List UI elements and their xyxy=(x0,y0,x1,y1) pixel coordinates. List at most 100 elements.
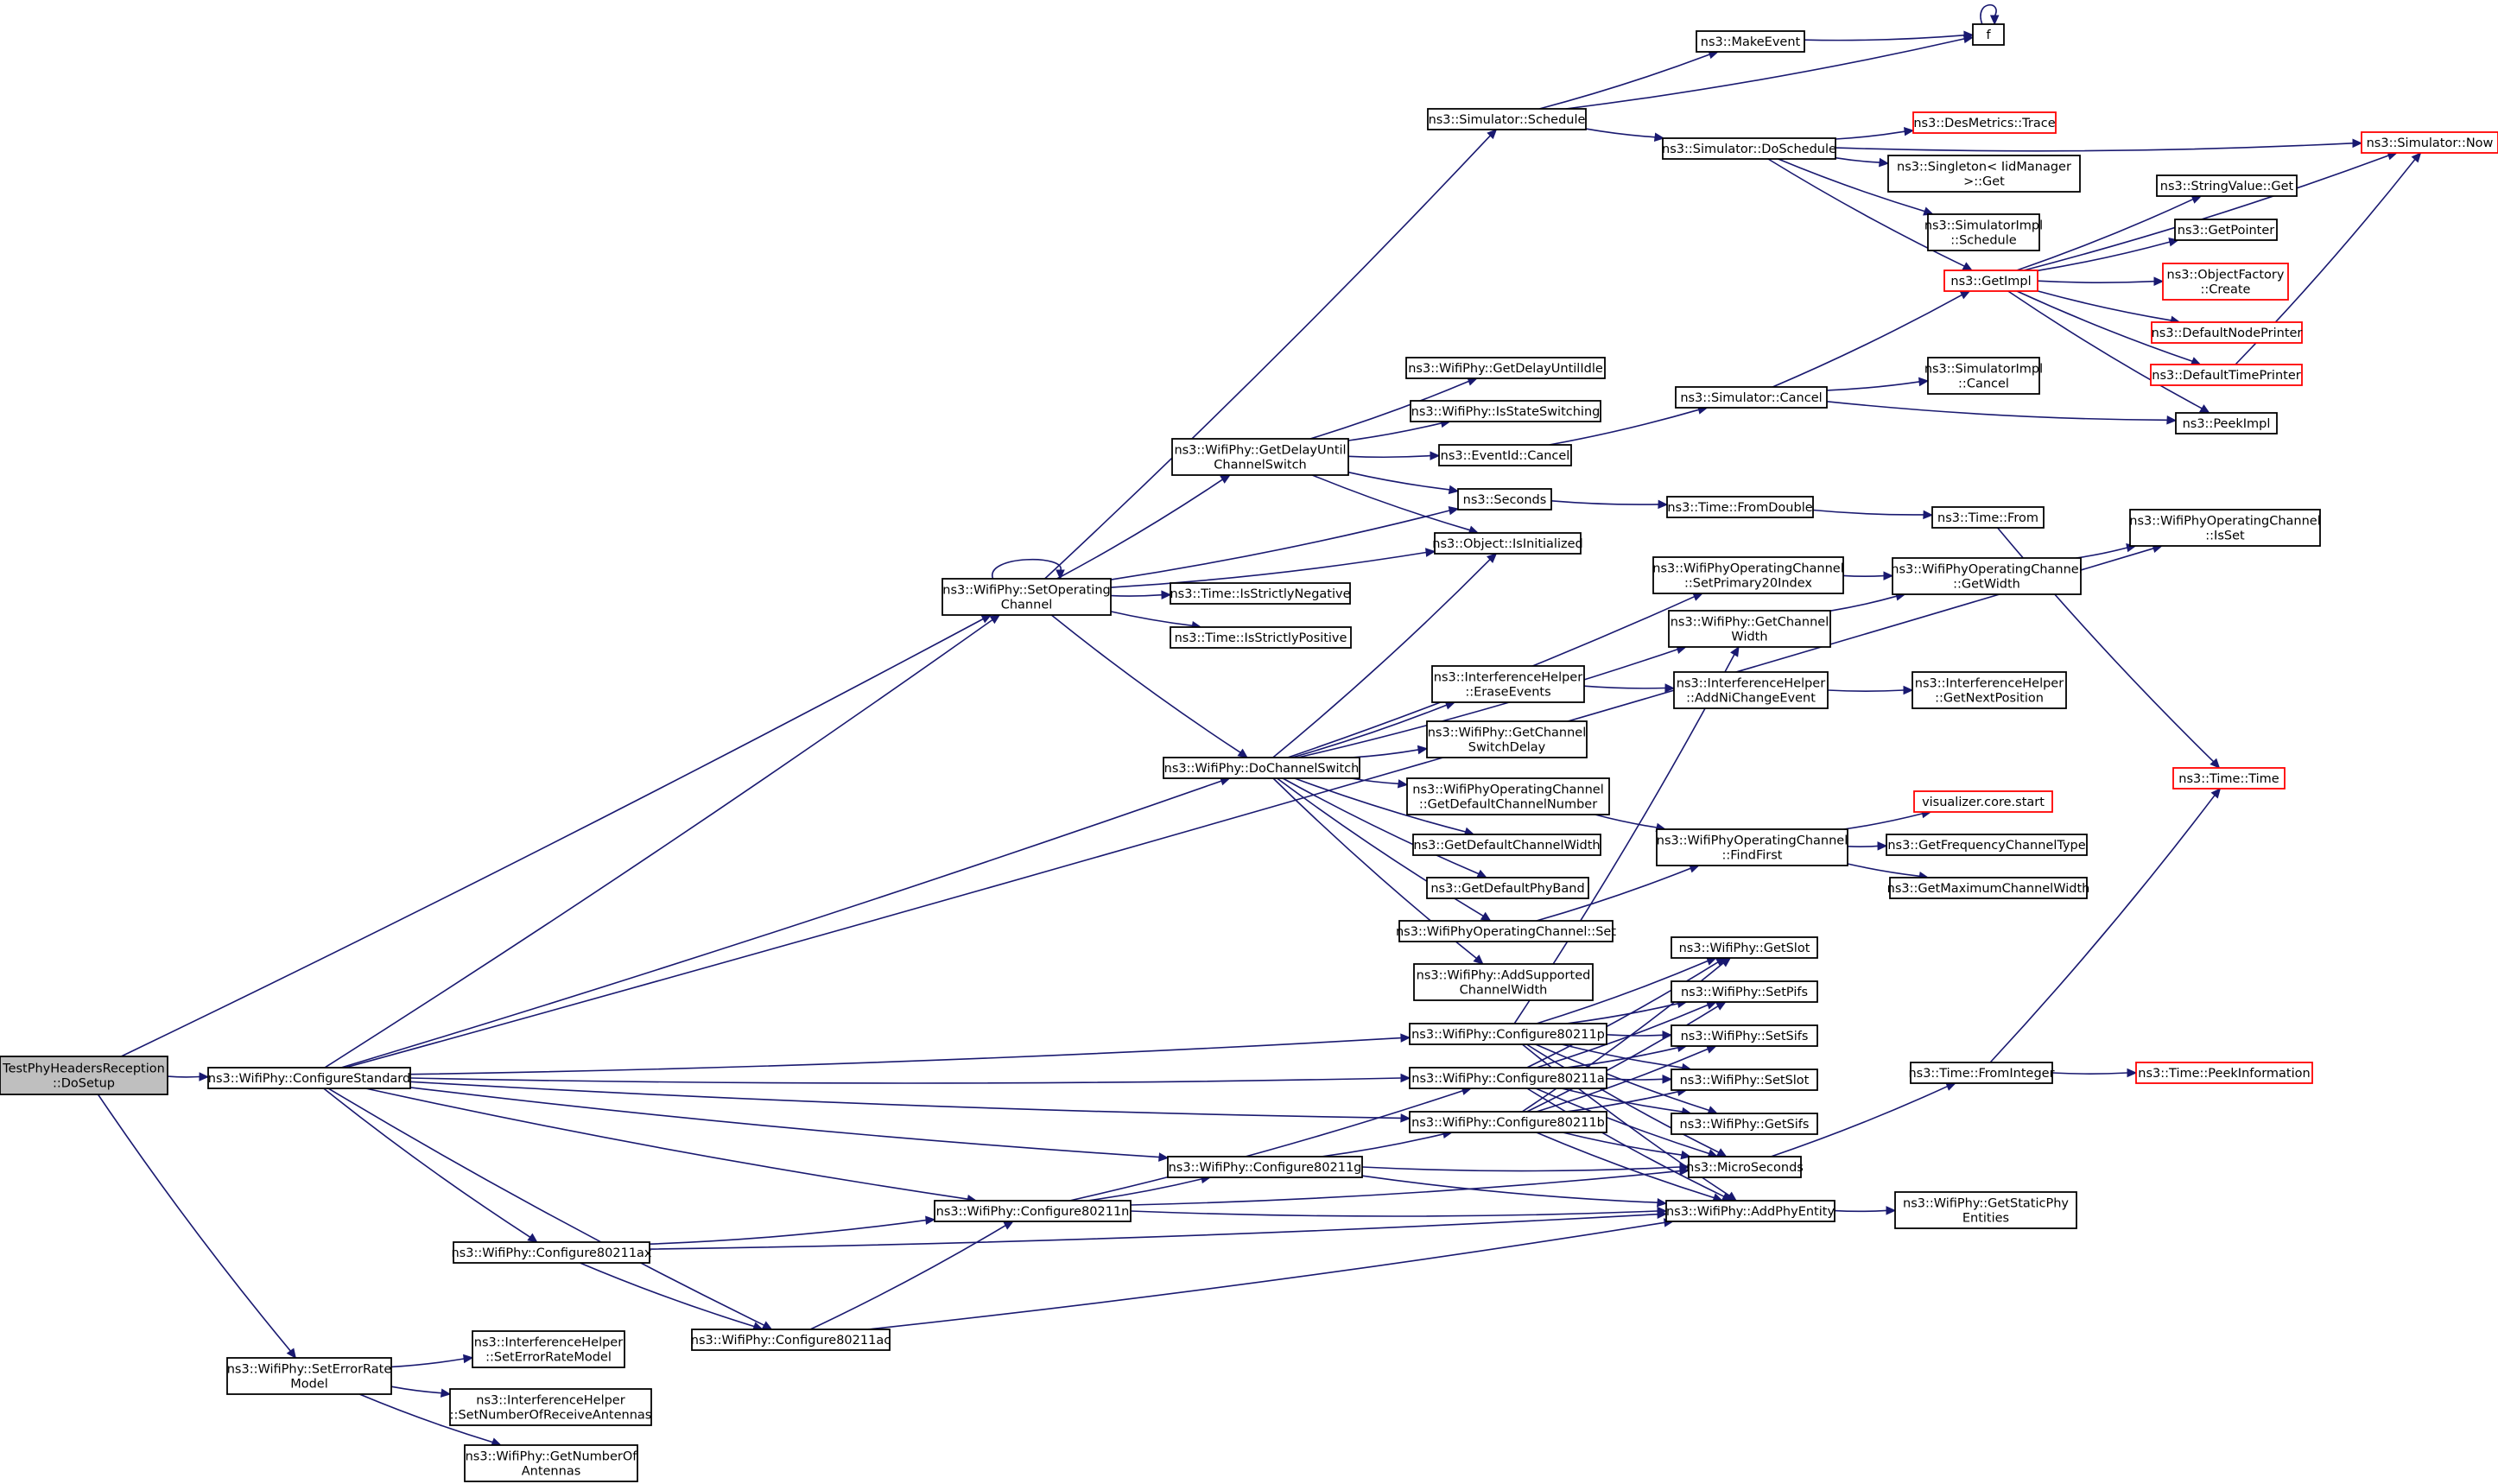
node-label: ns3::WifiPhy::Configure80211b xyxy=(1411,1116,1605,1130)
edge-line xyxy=(1565,1003,1678,1024)
edge-dosched-to-singleton xyxy=(1835,156,1890,168)
edge-line xyxy=(390,1358,465,1368)
node-sched[interactable]: ns3::Simulator::Schedule xyxy=(1427,108,1587,130)
node-erase[interactable]: ns3::InterferenceHelper::EraseEvents xyxy=(1431,665,1585,703)
arrowhead xyxy=(1959,290,1971,300)
node-getsifs[interactable]: ns3::WifiPhy::GetSifs xyxy=(1671,1113,1818,1135)
node-getimpl[interactable]: ns3::GetImpl xyxy=(1943,270,2038,292)
arrowhead xyxy=(1720,957,1732,967)
node-defnodeprint[interactable]: ns3::DefaultNodePrinter xyxy=(2151,321,2303,344)
node-findfirst[interactable]: ns3::WifiPhyOperatingChannel::FindFirst xyxy=(1656,828,1848,866)
node-opgetwidth[interactable]: ns3::WifiPhyOperatingChannel::GetWidth xyxy=(1891,557,2083,595)
node-cfgn[interactable]: ns3::WifiPhy::Configure80211n xyxy=(934,1200,1132,1222)
edge-line xyxy=(120,618,984,1057)
node-simimplsched[interactable]: ns3::SimulatorImpl::Schedule xyxy=(1924,213,2043,251)
node-getmaxwidth[interactable]: ns3::GetMaximumChannelWidth xyxy=(1887,877,2090,899)
node-box xyxy=(1972,23,2005,46)
node-label: ns3::GetDefaultPhyBand xyxy=(1430,882,1584,896)
node-cfgb[interactable]: ns3::WifiPhy::Configure80211b xyxy=(1409,1111,1607,1133)
node-box xyxy=(1170,626,1352,649)
node-evcancel[interactable]: ns3::EventId::Cancel xyxy=(1438,444,1572,466)
node-getdefchnum[interactable]: ns3::WifiPhyOperatingChannel::GetDefault… xyxy=(1406,777,1610,815)
edge-line xyxy=(1291,704,1447,758)
node-getdefwidth[interactable]: ns3::GetDefaultChannelWidth xyxy=(1412,834,1601,856)
node-cfgp[interactable]: ns3::WifiPhy::Configure80211p xyxy=(1409,1023,1607,1045)
node-setprimary[interactable]: ns3::WifiPhyOperatingChannel::SetPrimary… xyxy=(1652,556,1844,594)
node-label: visualizer.core.start xyxy=(1922,796,2045,809)
edge-cfgstd-to-dochsw xyxy=(340,777,1231,1069)
node-addphy[interactable]: ns3::WifiPhy::AddPhyEntity xyxy=(1665,1200,1835,1222)
node-f[interactable]: f xyxy=(1972,23,2005,46)
node-strpos[interactable]: ns3::Time::IsStrictlyPositive xyxy=(1170,626,1352,649)
edge-line xyxy=(1110,510,1450,580)
node-root[interactable]: TestPhyHeadersReception::DoSetup xyxy=(0,1056,168,1095)
node-box xyxy=(1438,444,1572,466)
node-deftimeprint[interactable]: ns3::DefaultTimePrinter xyxy=(2150,364,2303,386)
node-isstatesw[interactable]: ns3::WifiPhy::IsStateSwitching xyxy=(1410,400,1601,422)
node-getdefband[interactable]: ns3::GetDefaultPhyBand xyxy=(1426,877,1589,899)
node-cfgstd[interactable]: ns3::WifiPhy::ConfigureStandard xyxy=(207,1067,411,1089)
node-dosched[interactable]: ns3::Simulator::DoSchedule xyxy=(1662,137,1836,160)
edge-cfgstd-to-cfga xyxy=(409,1073,1411,1084)
node-chisset[interactable]: ns3::WifiPhyOperatingChannel::IsSet xyxy=(2129,509,2321,547)
node-cfgax[interactable]: ns3::WifiPhy::Configure80211ax xyxy=(451,1241,652,1264)
node-timefrom[interactable]: ns3::Time::From xyxy=(1931,506,2045,529)
node-setpifs[interactable]: ns3::WifiPhy::SetPifs xyxy=(1671,980,1818,1003)
edge-line xyxy=(1536,1004,1709,1069)
node-label: ns3::WifiPhy::GetNumberOf xyxy=(466,1450,638,1464)
edge-setprimary-to-opgetwidth xyxy=(1842,571,1894,580)
node-label: ns3::InterferenceHelper xyxy=(474,1336,623,1350)
node-setslot[interactable]: ns3::WifiPhy::SetSlot xyxy=(1671,1069,1818,1091)
node-ih_seterr[interactable]: ns3::InterferenceHelper::SetErrorRateMod… xyxy=(472,1330,625,1368)
node-simcancel[interactable]: ns3::Simulator::Cancel xyxy=(1675,386,1828,409)
edge-line xyxy=(867,1221,1665,1330)
node-peekimpl[interactable]: ns3::PeekImpl xyxy=(2175,412,2278,434)
node-peekinfo[interactable]: ns3::Time::PeekInformation xyxy=(2135,1062,2313,1084)
edge-line xyxy=(365,1088,968,1200)
node-strneg[interactable]: ns3::Time::IsStrictlyNegative xyxy=(1170,582,1351,605)
node-cfgac[interactable]: ns3::WifiPhy::Configure80211ac xyxy=(691,1329,891,1351)
edge-line xyxy=(1827,689,1905,692)
node-simimplcancel[interactable]: ns3::SimulatorImpl::Cancel xyxy=(1924,357,2043,395)
node-getfreqtype[interactable]: ns3::GetFrequencyChannelType xyxy=(1886,834,2088,856)
node-dochsw[interactable]: ns3::WifiPhy::DoChannelSwitch xyxy=(1163,757,1360,779)
node-getnextpos[interactable]: ns3::InterferenceHelper::GetNextPosition xyxy=(1912,671,2067,709)
node-getslot[interactable]: ns3::WifiPhy::GetSlot xyxy=(1671,936,1818,959)
node-setsifs[interactable]: ns3::WifiPhy::SetSifs xyxy=(1671,1024,1818,1047)
edge-cfgn-to-addphy xyxy=(1130,1206,1668,1217)
node-vizstart[interactable]: visualizer.core.start xyxy=(1913,790,2053,813)
node-ih_setnum[interactable]: ns3::InterferenceHelper::SetNumberOfRece… xyxy=(449,1388,652,1426)
node-simnow[interactable]: ns3::Simulator::Now xyxy=(2361,131,2498,154)
node-box xyxy=(1457,488,1552,511)
node-micro[interactable]: ns3::MicroSeconds xyxy=(1686,1156,1804,1178)
node-singleton[interactable]: ns3::Singleton< IidManager>::Get xyxy=(1887,155,2081,193)
node-frominteger[interactable]: ns3::Time::FromInteger xyxy=(1908,1062,2055,1084)
node-isinit[interactable]: ns3::Object::IsInitialized xyxy=(1432,532,1583,555)
node-timetime[interactable]: ns3::Time::Time xyxy=(2172,767,2286,790)
edge-line xyxy=(1989,795,2216,1063)
node-box xyxy=(942,578,1112,616)
node-desmetrics[interactable]: ns3::DesMetrics::Trace xyxy=(1912,111,2057,134)
node-getpointer[interactable]: ns3::GetPointer xyxy=(2174,219,2278,241)
node-addnich[interactable]: ns3::InterferenceHelper::AddNiChangeEven… xyxy=(1673,671,1829,709)
node-label: f xyxy=(1986,29,1991,42)
node-getdelayidle[interactable]: ns3::WifiPhy::GetDelayUntilIdle xyxy=(1405,357,1606,379)
node-mkevent[interactable]: ns3::MakeEvent xyxy=(1696,30,1805,53)
node-label: ns3::Time::Time xyxy=(2178,772,2279,786)
node-fromdouble[interactable]: ns3::Time::FromDouble xyxy=(1666,496,1814,518)
arrowhead xyxy=(2198,404,2210,414)
node-objfactory[interactable]: ns3::ObjectFactory::Create xyxy=(2162,263,2289,301)
node-cfga[interactable]: ns3::WifiPhy::Configure80211a xyxy=(1409,1067,1607,1089)
node-seconds[interactable]: ns3::Seconds xyxy=(1457,488,1552,511)
node-strvalget[interactable]: ns3::StringValue::Get xyxy=(2156,174,2298,197)
node-opset[interactable]: ns3::WifiPhyOperatingChannel::Set xyxy=(1396,920,1616,942)
node-cfgg[interactable]: ns3::WifiPhy::Configure80211g xyxy=(1167,1156,1363,1178)
node-seterr[interactable]: ns3::WifiPhy::SetErrorRateModel xyxy=(226,1357,392,1395)
